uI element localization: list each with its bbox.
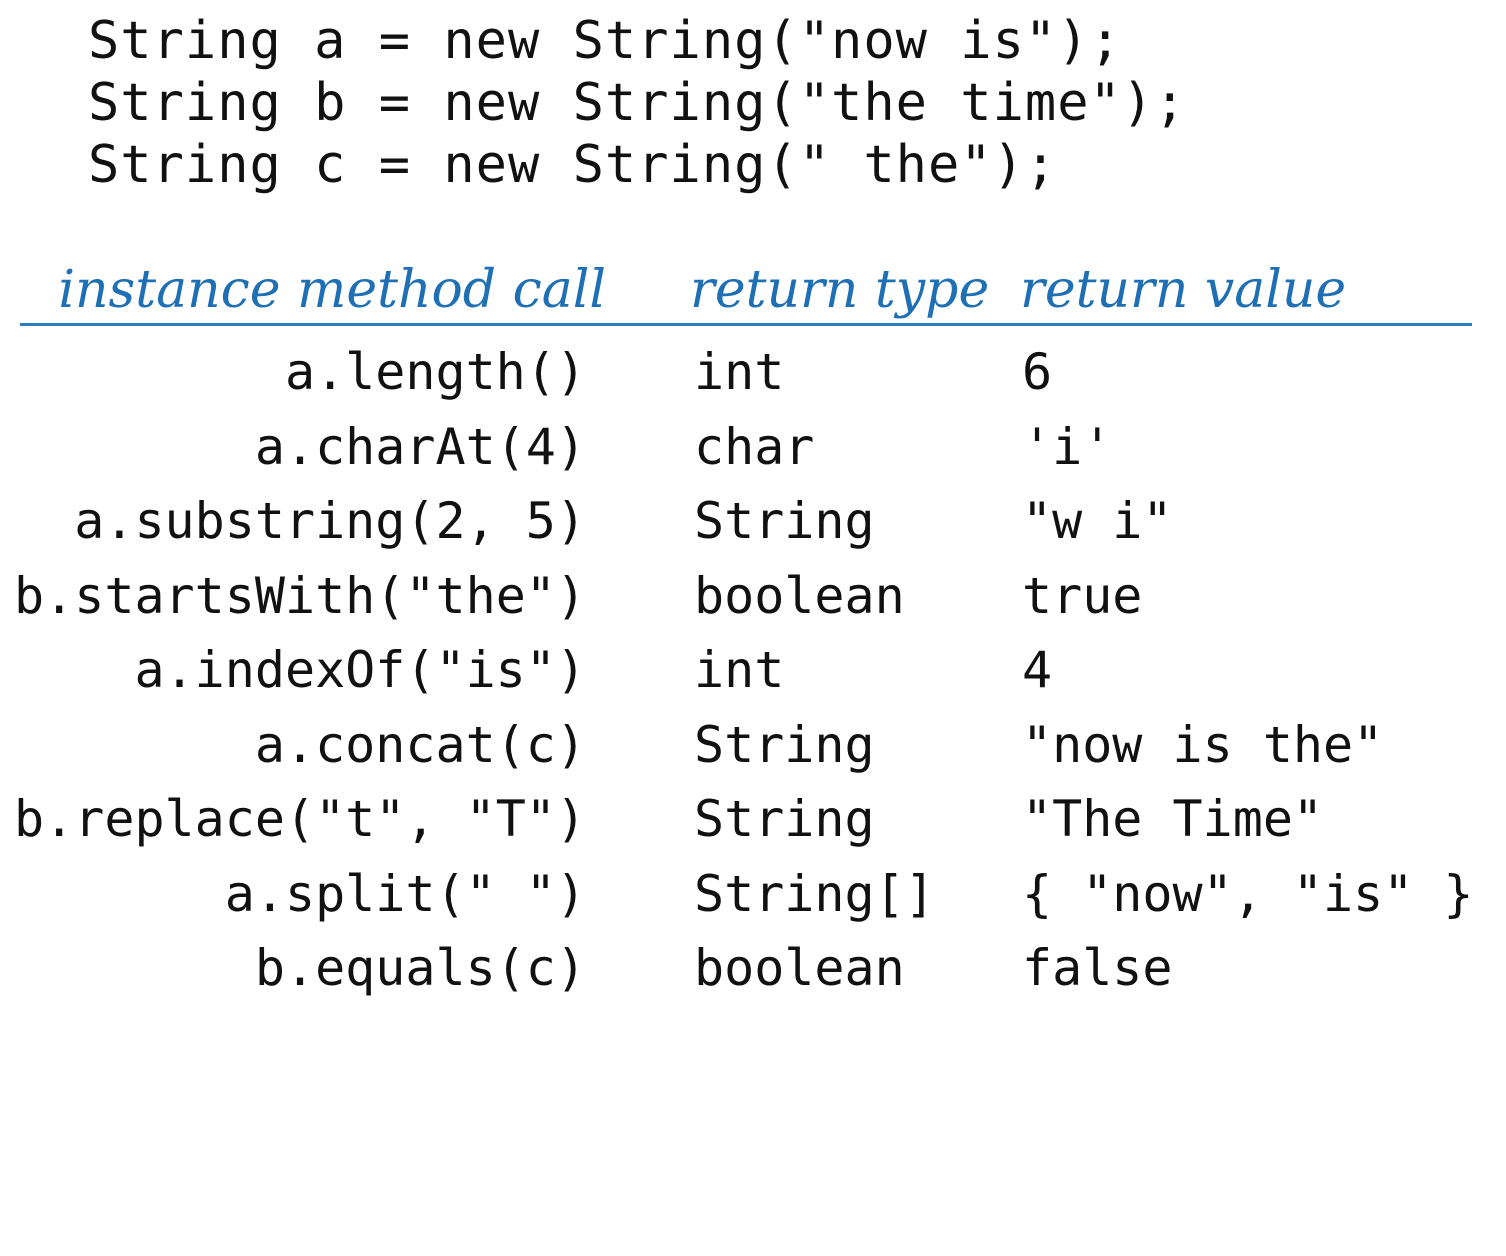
header-return-value: return value <box>1020 260 1347 320</box>
return-value-cell: 6 <box>1022 343 1053 401</box>
table-row: a.length() int 6 <box>0 340 1506 415</box>
return-value-cell: false <box>1022 939 1173 997</box>
table-row: b.equals(c) boolean false <box>0 936 1506 1011</box>
return-type-cell: boolean <box>694 939 905 997</box>
code-line-c: String c = new String(" the"); <box>88 135 1058 195</box>
return-value-cell: true <box>1022 566 1143 625</box>
method-call-cell: a.length() <box>284 343 586 401</box>
method-call-cell: a.split(" ") <box>224 864 586 923</box>
code-line-b: String b = new String("the time"); <box>88 73 1187 133</box>
return-value-cell: "w i" <box>1022 492 1173 550</box>
table-row: a.charAt(4) char 'i' <box>0 415 1506 490</box>
return-value-cell: "The Time" <box>1022 790 1324 848</box>
table-header: instance method call return type return … <box>0 258 1506 322</box>
method-call-cell: a.indexOf("is") <box>134 641 586 699</box>
method-call-cell: a.charAt(4) <box>254 417 586 476</box>
return-type-cell: int <box>694 343 785 401</box>
header-instance-method-call: instance method call <box>58 260 606 320</box>
method-call-cell: b.startsWith("the") <box>14 566 586 625</box>
table-row: a.split(" ") String[] { "now", "is" } <box>0 862 1506 937</box>
table-row: b.replace("t", "T") String "The Time" <box>0 787 1506 862</box>
table-row: a.indexOf("is") int 4 <box>0 638 1506 713</box>
method-call-cell: a.concat(c) <box>254 715 586 774</box>
return-type-cell: int <box>694 641 785 699</box>
return-value-cell: { "now", "is" } <box>1022 864 1474 923</box>
table-row: b.startsWith("the") boolean true <box>0 564 1506 639</box>
header-return-type: return type <box>690 260 990 320</box>
return-type-cell: char <box>694 417 815 476</box>
return-value-cell: "now is the" <box>1022 715 1384 774</box>
method-call-cell: b.replace("t", "T") <box>14 790 586 848</box>
method-table: a.length() int 6 a.charAt(4) char 'i' a.… <box>0 340 1506 1011</box>
return-type-cell: boolean <box>694 566 905 625</box>
return-value-cell: 4 <box>1022 641 1053 699</box>
header-rule <box>20 323 1472 326</box>
return-type-cell: String <box>694 492 875 550</box>
return-value-cell: 'i' <box>1022 417 1113 476</box>
code-block: String a = new String("now is");String b… <box>88 10 1186 196</box>
code-line-a: String a = new String("now is"); <box>88 11 1122 71</box>
return-type-cell: String[] <box>694 864 935 923</box>
method-call-cell: a.substring(2, 5) <box>74 492 586 550</box>
method-call-cell: b.equals(c) <box>254 939 586 997</box>
table-row: a.concat(c) String "now is the" <box>0 713 1506 788</box>
return-type-cell: String <box>694 715 875 774</box>
return-type-cell: String <box>694 790 875 848</box>
table-row: a.substring(2, 5) String "w i" <box>0 489 1506 564</box>
